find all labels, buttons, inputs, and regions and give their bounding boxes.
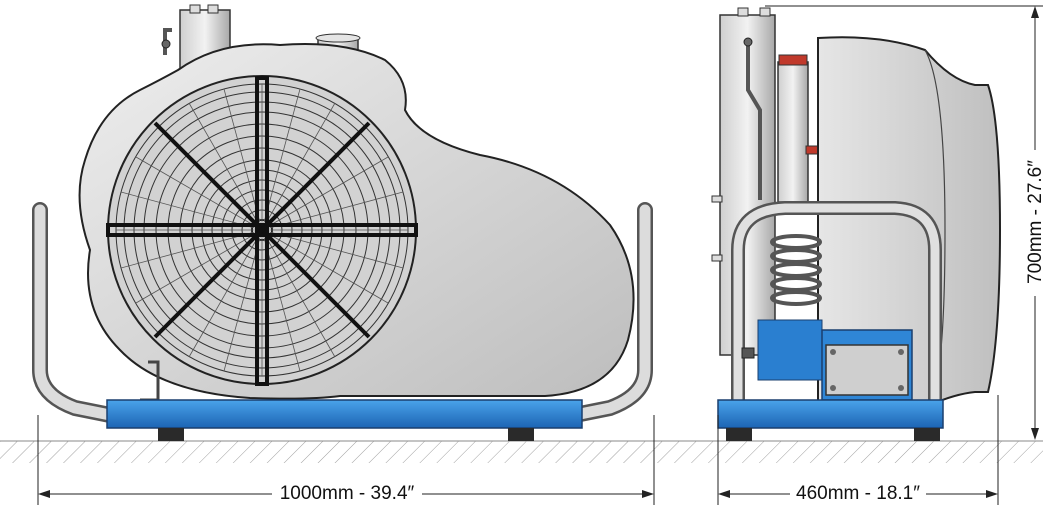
dimension-height: 700mm - 27.6″ (765, 5, 1043, 440)
height-label: 700mm - 27.6″ (1025, 160, 1043, 284)
ground-hatch-icon (0, 440, 1043, 463)
red-valve-mid (805, 145, 819, 155)
red-valve-top (778, 54, 808, 66)
front-foot-right (508, 428, 534, 441)
side-width-label: 460mm - 18.1″ (796, 483, 920, 504)
front-base-frame (106, 399, 583, 429)
front-foot-left (158, 428, 184, 441)
dimension-front-width: 1000mm - 39.4″ (37, 415, 655, 505)
side-foot-right (914, 428, 940, 441)
side-base-frame (717, 399, 944, 429)
side-foot-left (726, 428, 752, 441)
fan-guard-icon (106, 75, 418, 386)
dimension-side-width: 460mm - 18.1″ (717, 395, 999, 505)
side-view (711, 7, 1002, 441)
front-view (32, 4, 653, 441)
side-terminal-box (825, 344, 909, 396)
front-width-label: 1000mm - 39.4″ (280, 483, 415, 504)
cooling-coil (770, 234, 822, 306)
